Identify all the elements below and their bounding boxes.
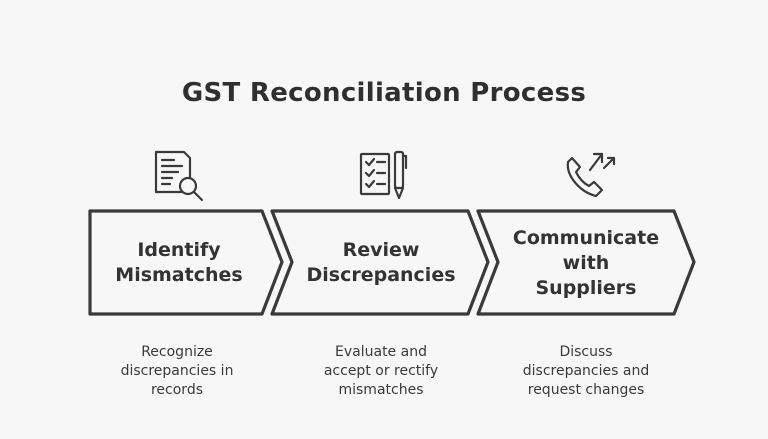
document-search-icon bbox=[154, 150, 204, 202]
step-1-label: Identify Mismatches bbox=[115, 239, 243, 286]
phone-arrows-icon bbox=[566, 152, 616, 198]
diagram-title: GST Reconciliation Process bbox=[181, 78, 587, 108]
step-2-label: Review Discrepancies bbox=[306, 239, 456, 286]
step-3-label: Communicate with Suppliers bbox=[512, 226, 660, 299]
checklist-pen-icon bbox=[359, 150, 408, 200]
step-1-description: Recognize discrepancies in records bbox=[120, 344, 234, 398]
step-3-description: Discuss discrepancies and request change… bbox=[522, 344, 650, 398]
step-2-description: Evaluate and accept or rectify mismatche… bbox=[323, 344, 439, 398]
